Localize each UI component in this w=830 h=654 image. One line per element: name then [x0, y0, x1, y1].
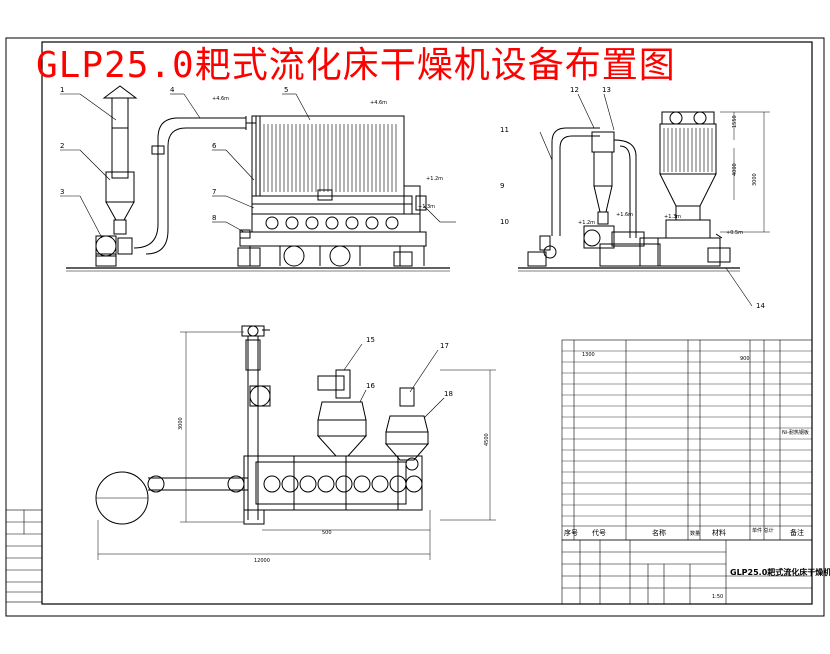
dimension-label: 500 — [322, 530, 332, 536]
parts-table — [561, 339, 813, 605]
callout-8: 8 — [212, 214, 216, 222]
elevation-label: +1.3m — [418, 204, 435, 210]
dimension-label: 12000 — [254, 558, 270, 564]
callout-7: 7 — [212, 188, 216, 196]
elevation-label: +4.6m — [370, 100, 387, 106]
elevation-label: +1.6m — [616, 212, 633, 218]
callout-13: 13 — [602, 86, 611, 94]
callout-11: 11 — [500, 126, 509, 134]
elevation-label: +1.2m — [426, 176, 443, 182]
dimension-label: 1300 — [582, 352, 595, 358]
dimension-label: 1550 — [732, 115, 738, 128]
elevation-label: +4.6m — [212, 96, 229, 102]
table-note-cell: Ni-耐热钢板 — [782, 429, 809, 436]
table-header-code: 代号 — [592, 528, 606, 537]
elevation-label: +1.2m — [578, 220, 595, 226]
elevation-label: +1.3m — [664, 214, 681, 220]
dimension-label: 3000 — [178, 417, 184, 430]
callout-15: 15 — [366, 336, 375, 344]
callout-3: 3 — [60, 188, 64, 196]
plan-view — [95, 325, 496, 560]
drawing-title: GLP25.0耙式流化床干燥机设备布置图 — [36, 45, 676, 86]
callout-12: 12 — [570, 86, 579, 94]
callout-17: 17 — [440, 342, 449, 350]
dimension-label: 4000 — [732, 163, 738, 176]
side-elevation — [518, 93, 770, 307]
elevation-label: +0.5m — [726, 230, 743, 236]
outer-frame — [5, 37, 825, 617]
front-leaders — [60, 93, 456, 239]
drawing-name: GLP25.0耙式流化床干燥机布置图 — [730, 567, 830, 577]
table-header-seq: 序号 — [564, 528, 578, 537]
callout-4: 4 — [170, 86, 175, 94]
callout-2: 2 — [60, 142, 64, 150]
table-header-name: 名称 — [652, 528, 666, 537]
callout-10: 10 — [500, 218, 509, 226]
drawing-scale: 1:50 — [712, 594, 723, 600]
callout-18: 18 — [444, 390, 453, 398]
callout-1: 1 — [60, 86, 64, 94]
dimension-label: 4500 — [484, 433, 490, 446]
table-header-weight: 单件 总计 — [752, 527, 774, 534]
callout-16: 16 — [366, 382, 375, 390]
front-elevation — [66, 85, 450, 272]
dimension-label: 3000 — [752, 173, 758, 186]
callout-14: 14 — [756, 302, 765, 310]
callout-6: 6 — [212, 142, 217, 150]
callout-9: 9 — [500, 182, 504, 190]
revision-box — [5, 509, 43, 603]
callout-5: 5 — [284, 86, 288, 94]
inner-frame — [41, 41, 813, 605]
table-header-note: 备注 — [790, 528, 804, 537]
dimension-label: 900 — [740, 356, 750, 362]
table-header-qty: 数量 — [690, 530, 700, 537]
table-header-material: 材料 — [712, 528, 726, 537]
